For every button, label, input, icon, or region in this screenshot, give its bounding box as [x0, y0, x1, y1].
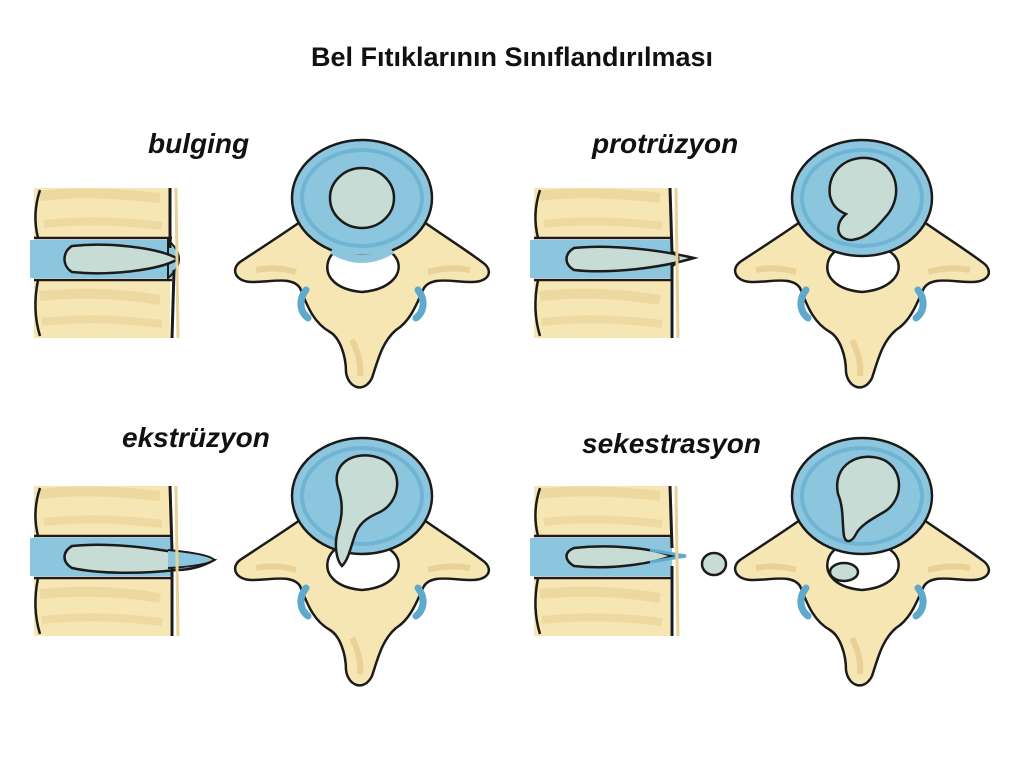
free-fragment-side [700, 551, 728, 577]
axial-view-extrusion [235, 438, 489, 685]
label-extrusion: ekstrüzyon [122, 422, 270, 453]
label-bulging: bulging [148, 128, 250, 159]
label-sequestration: sekestrasyon [582, 428, 762, 459]
figure-title: Bel Fıtıklarının Sınıflandırılması [310, 42, 714, 72]
free-fragment-axial [828, 561, 860, 583]
panel-protrusion [530, 140, 989, 387]
panel-extrusion [30, 438, 489, 685]
side-view-protrusion [530, 188, 699, 338]
axial-view-protrusion [735, 140, 989, 387]
panel-bulging [30, 140, 489, 387]
side-view-bulging [30, 188, 181, 338]
label-protrusion: protrüzyon [592, 128, 739, 159]
axial-view-bulging [235, 140, 489, 387]
side-view-extrusion [30, 486, 218, 636]
side-view-sequestration [530, 486, 687, 636]
panel-sequestration [530, 438, 989, 685]
axial-view-sequestration [735, 438, 989, 685]
